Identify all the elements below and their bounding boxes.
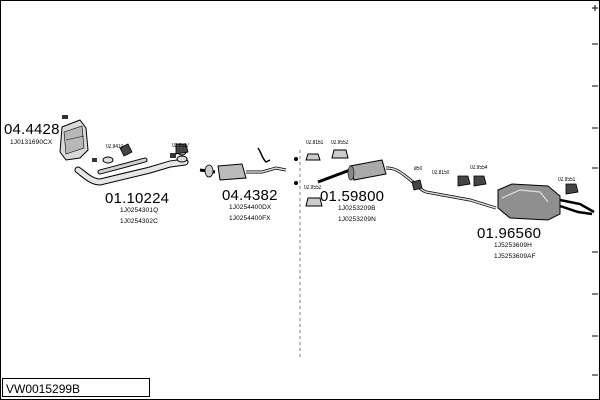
rubber-hanger-icon [119, 143, 579, 195]
small-part-label: 02.9410 [106, 144, 124, 150]
small-part-label: 02.8161 [306, 140, 324, 146]
oem-number: 1J0254302C [120, 218, 158, 225]
corner-marks [592, 5, 598, 376]
small-part-label: 02.9552 [304, 185, 322, 191]
oem-number: 1J0254400FX [229, 215, 271, 222]
oem-number: 1J0254400DX [229, 204, 272, 211]
oem-number: 1J5253609H [494, 242, 532, 249]
small-part-label: 02.8150 [432, 170, 450, 176]
reference-box: VW0015299B [2, 378, 150, 397]
part-number: 04.4382 [222, 187, 278, 204]
part-number: 01.59800 [320, 188, 385, 205]
small-part-label: 02.9554 [470, 165, 488, 171]
part-number: 04.4428 [4, 121, 60, 138]
middle-silencer-icon [199, 147, 287, 181]
oem-number: 1J0131690CX [10, 139, 53, 146]
part-number: 01.10224 [105, 190, 170, 207]
clamp-icon [294, 149, 349, 207]
small-part-label: 02.9552 [331, 140, 349, 146]
oem-number: 1J0253209B [338, 205, 376, 212]
pipe-diameter-label: ø50 [414, 166, 423, 172]
front-pipe-icon [74, 153, 189, 186]
small-part-label: 02.9551 [558, 177, 576, 183]
oem-number: 1J0253209N [338, 216, 376, 223]
centre-silencer-icon [317, 159, 427, 194]
catalytic-converter-icon [59, 115, 89, 161]
reference-number: VW0015299B [6, 382, 81, 396]
oem-number: 1J0254301Q [120, 207, 159, 214]
rear-silencer-icon [425, 183, 595, 221]
oem-number: 1J5253609AF [494, 253, 536, 260]
part-number: 01.96560 [477, 225, 542, 242]
small-part-label: 02.9517 [172, 143, 190, 149]
